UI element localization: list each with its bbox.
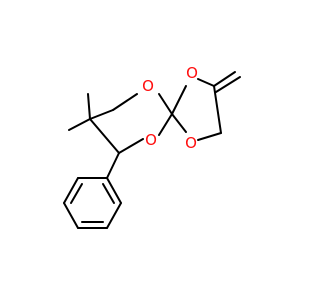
atom-oxygen-2: O [145,131,157,149]
bond-chph-quaternary [89,118,120,154]
molecule-structure: O O O O [63,64,241,229]
atom-oxygen-1: O [142,77,154,95]
bond-layer [63,71,241,229]
bond-o2-chph [118,138,144,154]
bond-spiro-o3 [171,85,187,115]
bond-spiro-o4 [171,113,187,133]
bond-spiro-o2 [158,113,173,136]
bond-quaternary-methyl-left [68,118,91,131]
atom-oxygen-3: O [186,64,198,82]
atom-oxygen-4: O [185,134,197,152]
bond-ch2-o4 [197,132,222,141]
bond-methylene-double-a [213,71,236,87]
atom-label-layer: O O O O [142,64,198,152]
bond-quaternary-ch2 [89,109,114,120]
bond-phenyl-3 [63,202,79,229]
bond-o1-spiro [158,93,173,115]
bond-exocyclic-c-ch2 [213,85,222,134]
bond-phenyl-inner-1 [70,183,83,204]
bond-quaternary-methyl-top [87,93,91,120]
bond-methylene-double-b [215,76,241,93]
bond-phenyl-inner-3 [102,183,115,204]
bond-ch2-o1 [112,93,138,111]
bond-phenyl-5 [106,202,122,229]
bond-chph-phenyl [106,152,120,179]
bond-phenyl-6 [106,177,122,204]
bond-o3-exocyclic-c [197,78,215,87]
bond-phenyl-2 [63,177,79,204]
